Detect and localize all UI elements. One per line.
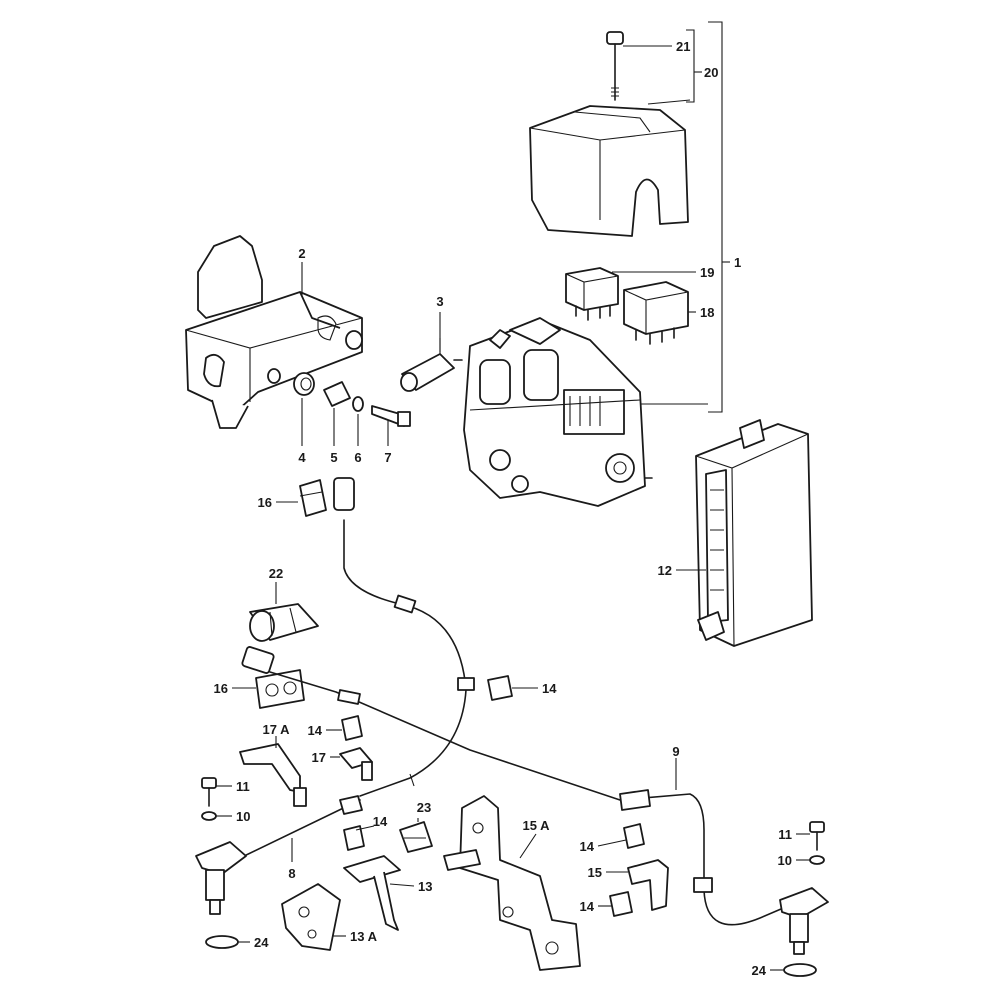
part-label-18: 18 [700,305,714,320]
part-20-cover [529,99,691,237]
part-label-2: 2 [298,246,305,261]
part-18-relay [623,281,696,345]
part-21-bolt [606,31,672,101]
part-sensor-left [195,777,250,949]
part-13-bracket [343,855,415,931]
part-label-13a: 13 A [350,929,378,944]
part-14-clip-b [326,715,363,741]
part-label-17: 17 [312,750,326,765]
part-label-14b: 14 [308,723,323,738]
part-label-9: 9 [672,744,679,759]
part-label-20: 20 [704,65,718,80]
part-label-15a: 15 A [523,818,551,833]
part-label-14a: 14 [542,681,557,696]
part-label-17a: 17 A [263,722,291,737]
part-14-clip-c [343,825,375,851]
part-label-11a: 11 [236,779,250,794]
cable-harness [239,477,789,926]
part-label-24b: 24 [752,963,767,978]
part-hydraulic-unit [463,317,708,507]
part-15a-bracket [443,795,581,971]
part-15-bracket [606,859,669,911]
part-label-16b: 16 [214,681,228,696]
part-3-sleeve [400,312,463,392]
part-16-clip-upper [276,479,327,517]
part-label-23: 23 [417,800,431,815]
part-19-relay [565,267,696,321]
part-label-21: 21 [676,39,690,54]
parts-4-7-hardware [293,372,411,446]
part-label-5: 5 [330,450,337,465]
part-label-19: 19 [700,265,714,280]
part-label-12: 12 [658,563,672,578]
part-label-15: 15 [588,865,602,880]
group-bracket-1 [686,21,730,413]
part-22-grommet [249,582,319,642]
part-17a-bracket [239,736,307,807]
part-14-clip-a [487,675,538,701]
part-23-connector [399,818,433,853]
part-label-22: 22 [269,566,283,581]
part-2-bracket [185,235,363,429]
part-label-14e: 14 [580,899,595,914]
part-label-24a: 24 [254,935,269,950]
part-label-13: 13 [418,879,432,894]
part-sensor-right [770,821,829,977]
part-label-8: 8 [288,866,295,881]
part-label-1: 1 [734,255,741,270]
part-17-bracket [330,747,373,781]
part-label-6: 6 [354,450,361,465]
part-label-7: 7 [384,450,391,465]
part-label-10a: 10 [236,809,250,824]
part-16-clip-lower [232,669,305,709]
part-label-16a: 16 [258,495,272,510]
part-label-14d: 14 [580,839,595,854]
part-13a-bracket [281,883,346,951]
part-12-control-unit [676,419,813,647]
part-label-14c: 14 [373,814,388,829]
part-14-clip-d [597,823,645,849]
part-label-10b: 10 [778,853,792,868]
part-label-11b: 11 [778,827,792,842]
part-14-clip-e [598,891,633,917]
part-label-3: 3 [436,294,443,309]
part-label-4: 4 [298,450,306,465]
